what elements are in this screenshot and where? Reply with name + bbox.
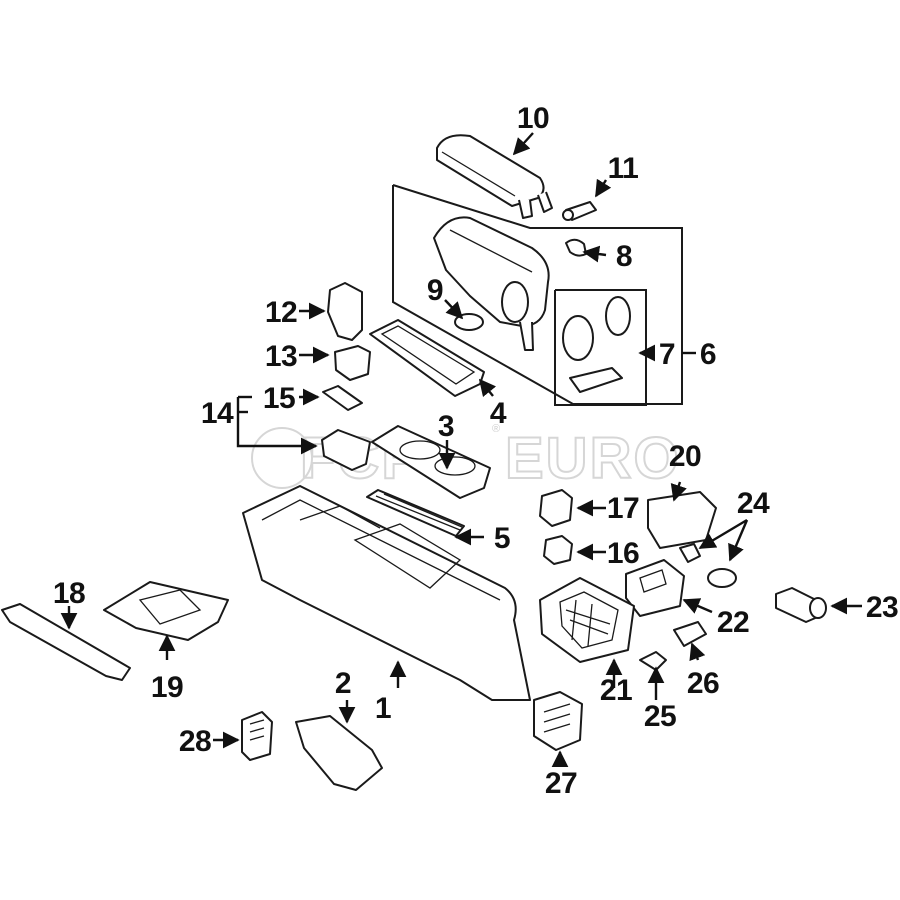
part-7-cupholder: [562, 296, 631, 393]
part-13-holder: [334, 345, 371, 381]
part-2-bracket: [295, 715, 383, 791]
callout-24: 24: [737, 487, 770, 520]
part-20-trim: [647, 491, 717, 549]
callout-25: 25: [644, 700, 676, 733]
callout-11: 11: [608, 152, 639, 185]
callout-22: 22: [717, 606, 749, 639]
part-28-grille: [241, 711, 273, 761]
part-19-plate: [103, 581, 229, 641]
watermark-mark: ®: [492, 423, 500, 435]
group-bracket-7: [554, 289, 647, 406]
callout-6: 6: [700, 338, 716, 371]
group-bracket-6: [392, 184, 683, 405]
part-27-connector: [533, 691, 583, 751]
part-24-clips: [679, 543, 737, 588]
part-8-clip: [565, 238, 587, 257]
part-6-armrest-base: [433, 216, 550, 351]
callout-labels: 1 2 3 4 5 6 7 8 9 10 11 12 13 14 15 16 1…: [53, 102, 899, 800]
part-5-mat: [366, 489, 465, 537]
part-21-frame: [539, 577, 635, 663]
part-23-lighter: [775, 587, 827, 623]
part-26-switch: [673, 621, 707, 647]
callout-16: 16: [607, 537, 639, 570]
part-15-pad: [322, 385, 363, 411]
callout-8: 8: [616, 240, 632, 273]
callout-13: 13: [265, 340, 297, 373]
watermark-text: EURO: [505, 426, 681, 491]
leader-lines: [60, 132, 862, 768]
callout-5: 5: [494, 522, 510, 555]
part-12-bracket: [327, 282, 363, 341]
callout-4: 4: [490, 397, 507, 430]
part-4-tray: [369, 319, 485, 397]
callout-3: 3: [438, 410, 454, 443]
part-22-bezel: [625, 559, 685, 617]
callout-12: 12: [265, 296, 297, 329]
callout-21: 21: [600, 674, 632, 707]
part-10-armrest-lid: [436, 134, 553, 219]
part-25-switch: [639, 651, 667, 671]
callout-23: 23: [866, 591, 898, 624]
callout-17: 17: [607, 492, 639, 525]
callout-7: 7: [659, 338, 675, 371]
part-16-knob: [543, 535, 573, 565]
part-3-insert: [371, 425, 491, 499]
callout-27: 27: [545, 767, 577, 800]
part-11-hinge: [562, 201, 597, 221]
part-18-strip: [1, 603, 131, 681]
callout-14: 14: [201, 397, 234, 430]
part-1-console: [242, 485, 531, 701]
watermark: FCP EURO ®: [251, 423, 681, 492]
callout-20: 20: [669, 440, 701, 473]
callout-10: 10: [517, 102, 549, 135]
callout-9: 9: [427, 274, 443, 307]
callout-1: 1: [375, 692, 391, 725]
part-17-switch: [539, 489, 573, 527]
callout-2: 2: [335, 667, 351, 700]
callout-26: 26: [687, 667, 719, 700]
callout-15: 15: [263, 382, 295, 415]
callout-18: 18: [53, 577, 85, 610]
part-14-holder: [321, 429, 371, 471]
callout-28: 28: [179, 725, 211, 758]
callout-19: 19: [151, 671, 183, 704]
